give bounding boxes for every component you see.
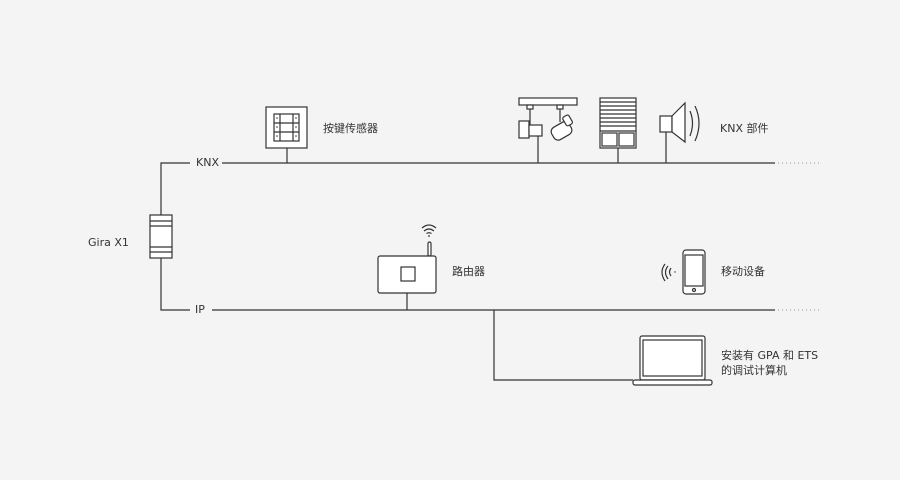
mobile-device-label: 移动设备: [721, 265, 765, 278]
ip-bus-label: IP: [195, 303, 205, 316]
blind-icon: [599, 97, 637, 163]
router-icon: [377, 224, 437, 310]
gira-x1-label: Gira X1: [88, 236, 129, 249]
track-lights-icon: [518, 97, 578, 163]
gira-x1-device-icon: [149, 214, 173, 259]
pc-label-line1: 安装有 GPA 和 ETS: [721, 349, 819, 362]
router-label: 路由器: [452, 265, 485, 278]
ip-bus-line: [160, 258, 822, 381]
knx-components-label: KNX 部件: [720, 122, 769, 135]
pc-label-line2: 的调试计算机: [721, 364, 787, 377]
laptop-icon: [632, 335, 713, 386]
wifi-icon: [421, 224, 437, 237]
mobile-device-icon: [661, 249, 706, 295]
push-button-label: 按键传感器: [323, 122, 378, 135]
wireless-signal-icon: [661, 263, 676, 282]
push-button-sensor-icon: [265, 106, 308, 163]
speaker-icon: [659, 101, 700, 163]
knx-bus-label: KNX: [196, 156, 219, 169]
knx-bus-line: [160, 162, 822, 215]
